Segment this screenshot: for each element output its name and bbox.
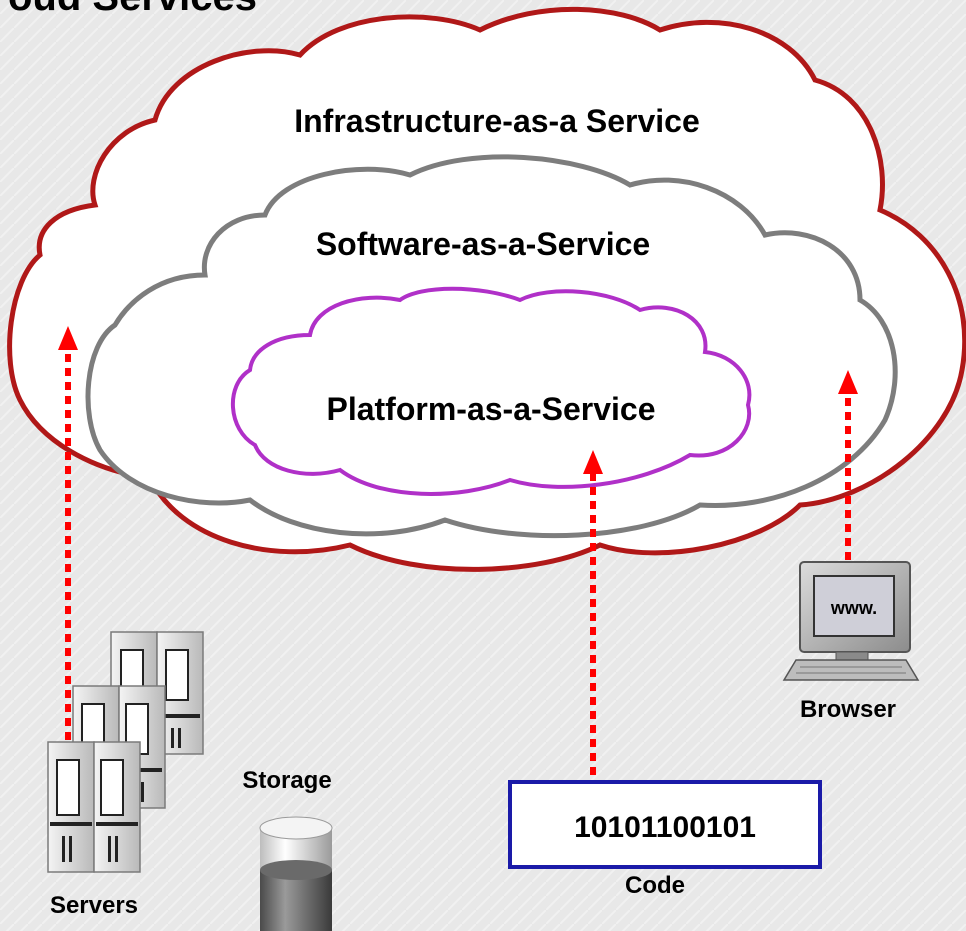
arrow-code-to-platform	[583, 450, 603, 775]
browser-screen-text: www.	[830, 598, 877, 618]
code-box	[508, 780, 822, 869]
storage-icon	[259, 816, 333, 931]
platform-cloud	[230, 286, 752, 496]
platform-label: Platform-as-a-Service	[326, 391, 655, 427]
servers-label: Servers	[50, 892, 138, 919]
arrow-servers-to-infrastructure	[58, 326, 78, 740]
arrow-browser-to-software	[838, 370, 858, 560]
page-title-fragment: oud Services	[8, 0, 257, 19]
code-label: Code	[625, 872, 685, 899]
computer-icon	[782, 561, 920, 681]
software-label: Software-as-a-Service	[316, 226, 650, 262]
infrastructure-label: Infrastructure-as-a Service	[294, 103, 700, 139]
browser-label: Browser	[800, 696, 896, 723]
storage-label: Storage	[242, 767, 331, 794]
servers-icon	[47, 631, 204, 873]
code-value: 10101100101	[574, 811, 756, 844]
